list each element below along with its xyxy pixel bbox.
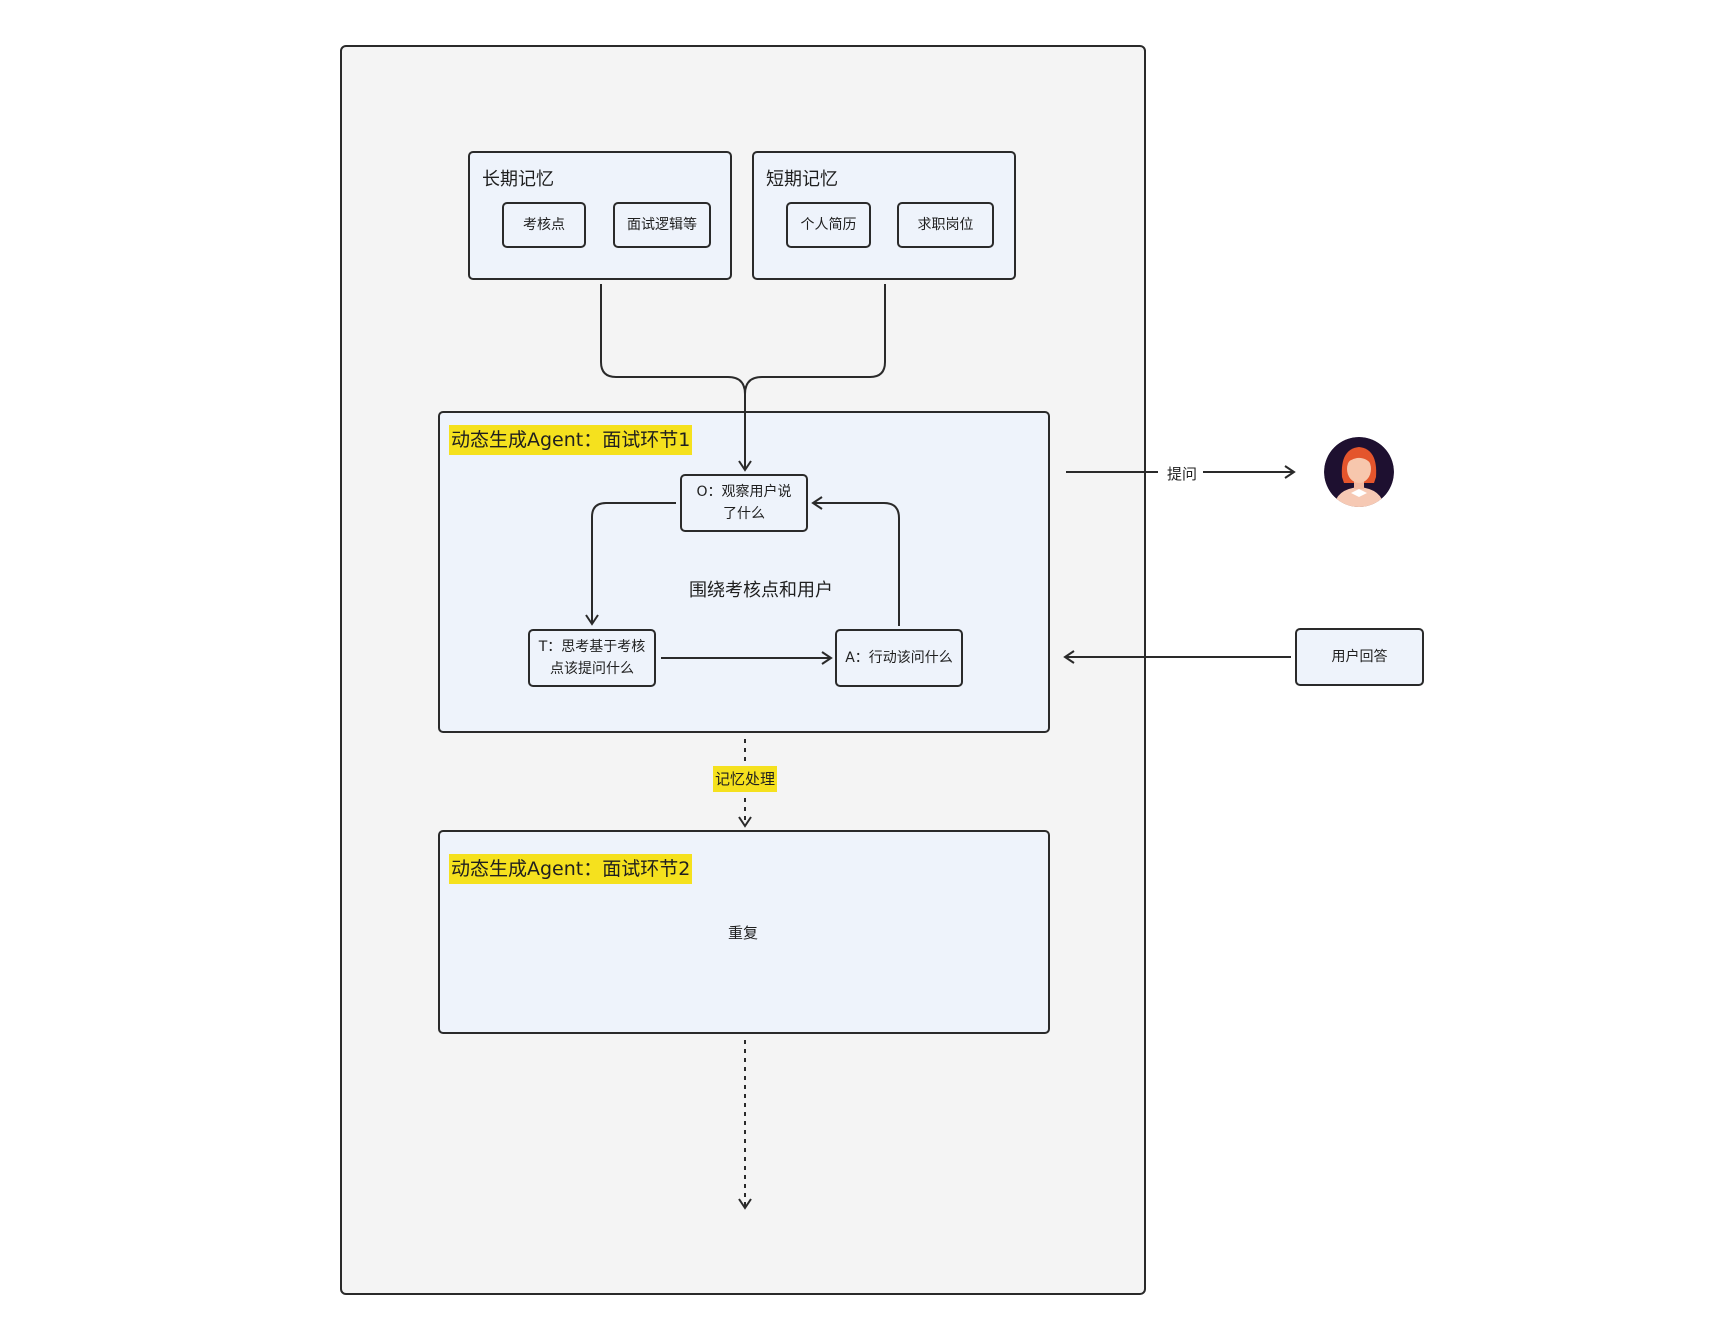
think-node: T：思考基于考核点该提问什么 (528, 629, 656, 687)
stage2-body-label: 重复 (728, 924, 759, 942)
long-term-memory-title: 长期记忆 (482, 169, 554, 190)
memory-item-assessment-points: 考核点 (502, 202, 586, 248)
user-answer-box: 用户回答 (1295, 628, 1424, 686)
user-avatar-icon (1324, 437, 1394, 507)
memory-item-resume: 个人简历 (786, 202, 871, 248)
short-term-connector (744, 284, 886, 395)
stage2-title: 动态生成Agent：面试环节2 (449, 854, 693, 884)
memory-item-job-position: 求职岗位 (897, 202, 994, 248)
user-avatar (1324, 437, 1394, 507)
long-term-connector (600, 284, 746, 395)
ask-label: 提问 (1163, 463, 1202, 484)
memory-processing-label: 记忆处理 (713, 766, 778, 792)
observe-node: O：观察用户说了什么 (680, 474, 808, 532)
loop-center-label: 围绕考核点和用户 (689, 580, 833, 601)
act-node: A：行动该问什么 (835, 629, 963, 687)
observe-to-think-arrow (585, 502, 676, 626)
memory-item-interview-logic: 面试逻辑等 (613, 202, 711, 248)
act-to-observe-arrow (811, 496, 900, 626)
short-term-memory-title: 短期记忆 (766, 169, 838, 190)
stage1-title: 动态生成Agent：面试环节1 (449, 425, 693, 455)
